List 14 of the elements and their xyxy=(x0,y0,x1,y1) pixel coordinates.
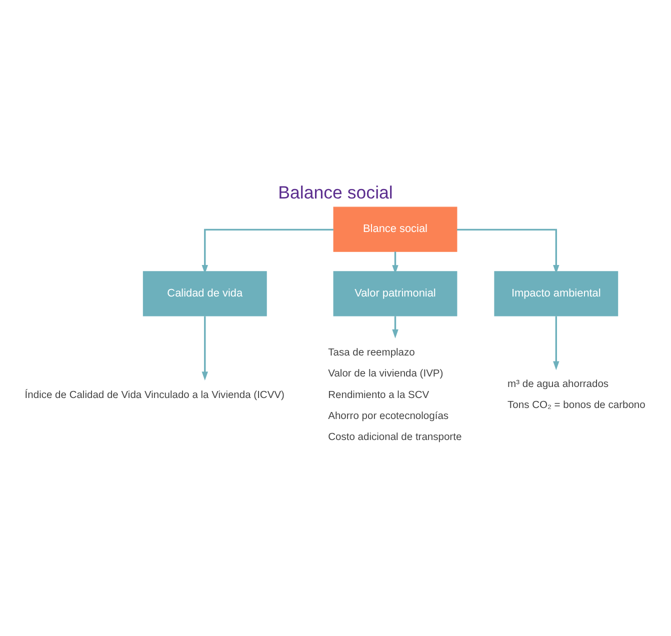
arrow xyxy=(392,252,398,274)
node-box: Blance social xyxy=(333,206,458,252)
node-box: Calidad de vida xyxy=(142,271,267,316)
node-box: Impacto ambiental xyxy=(494,271,618,316)
node-text: Índice de Calidad de Vida Vinculado a la Vivienda (ICVV) xyxy=(24,390,284,401)
arrow xyxy=(202,316,208,381)
node-text: m³ de agua ahorrados Tons CO₂ = bonos de carbono xyxy=(508,378,646,412)
arrow xyxy=(457,228,560,274)
diagram-title: Balance social xyxy=(278,182,393,203)
arrow xyxy=(553,316,560,370)
arrow xyxy=(202,228,334,274)
arrow xyxy=(392,316,398,338)
node-text: Tasa de reemplazo Valor de la vivienda (IVP) Rendimiento a la SCV Ahorro por ecotecnologías Costo adicional de transporte xyxy=(328,347,462,444)
node-box: Valor patrimonial xyxy=(333,271,458,316)
